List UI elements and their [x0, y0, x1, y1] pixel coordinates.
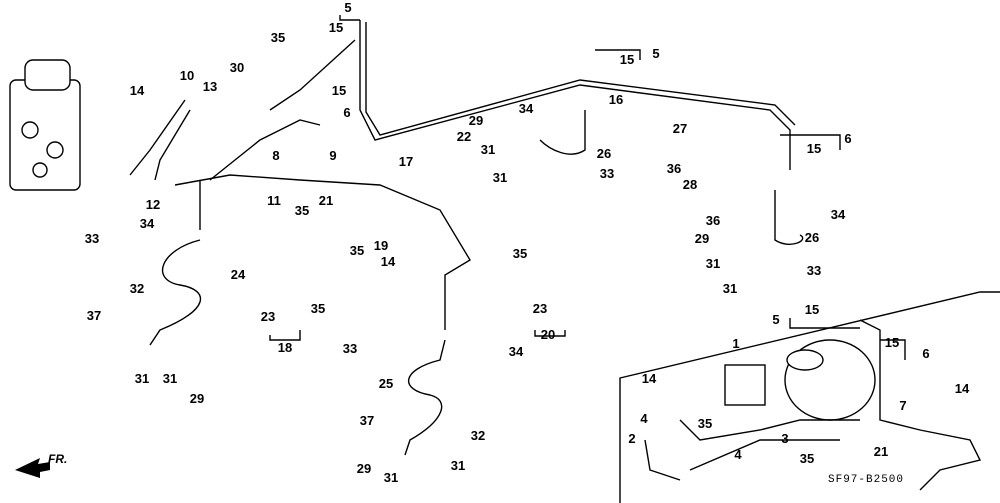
- callout-part-15: 15: [804, 302, 820, 317]
- front-direction-label: FR.: [48, 452, 68, 466]
- callout-part-31: 31: [134, 371, 150, 386]
- callout-part-14: 14: [641, 371, 657, 386]
- callout-part-29: 29: [694, 231, 710, 246]
- callout-part-1: 1: [732, 336, 740, 351]
- callout-part-12: 12: [145, 197, 161, 212]
- callout-part-27: 27: [672, 121, 688, 136]
- callout-part-37: 37: [359, 413, 375, 428]
- callout-part-14: 14: [129, 83, 145, 98]
- callout-part-28: 28: [682, 177, 698, 192]
- callout-part-15: 15: [884, 335, 900, 350]
- callout-part-35: 35: [799, 451, 815, 466]
- callout-part-5: 5: [344, 0, 352, 15]
- callout-part-18: 18: [277, 340, 293, 355]
- callout-part-36: 36: [666, 161, 682, 176]
- callout-part-29: 29: [356, 461, 372, 476]
- callout-part-33: 33: [806, 263, 822, 278]
- callout-part-35: 35: [349, 243, 365, 258]
- callout-part-34: 34: [518, 101, 534, 116]
- callout-part-33: 33: [599, 166, 615, 181]
- callout-part-22: 22: [456, 129, 472, 144]
- callout-part-36: 36: [705, 213, 721, 228]
- callout-part-6: 6: [844, 131, 852, 146]
- callout-part-4: 4: [640, 411, 648, 426]
- callout-part-8: 8: [272, 148, 280, 163]
- callout-part-15: 15: [331, 83, 347, 98]
- callout-part-15: 15: [619, 52, 635, 67]
- callout-part-35: 35: [697, 416, 713, 431]
- callout-part-31: 31: [383, 470, 399, 485]
- callout-part-5: 5: [772, 312, 780, 327]
- callout-part-33: 33: [84, 231, 100, 246]
- callout-part-35: 35: [294, 203, 310, 218]
- callout-part-2: 2: [628, 431, 636, 446]
- callout-part-32: 32: [470, 428, 486, 443]
- brake-pipe: [359, 20, 791, 170]
- callout-part-29: 29: [468, 113, 484, 128]
- callout-part-9: 9: [329, 148, 337, 163]
- callout-part-14: 14: [954, 381, 970, 396]
- callout-part-37: 37: [86, 308, 102, 323]
- callout-part-32: 32: [129, 281, 145, 296]
- callout-part-31: 31: [450, 458, 466, 473]
- callout-part-21: 21: [873, 444, 889, 459]
- callout-part-25: 25: [378, 376, 394, 391]
- callout-part-35: 35: [310, 301, 326, 316]
- callout-part-34: 34: [508, 344, 524, 359]
- callout-part-24: 24: [230, 267, 246, 282]
- callout-part-31: 31: [705, 256, 721, 271]
- diagram-code: SF97-B2500: [828, 474, 905, 486]
- inset-border: [619, 291, 1000, 503]
- callout-part-30: 30: [229, 60, 245, 75]
- modulator-unit: [9, 59, 81, 191]
- callout-part-5: 5: [652, 46, 660, 61]
- front-arrow-icon: [15, 458, 50, 478]
- callout-part-7: 7: [899, 398, 907, 413]
- callout-part-17: 17: [398, 154, 414, 169]
- callout-part-20: 20: [540, 327, 556, 342]
- callout-part-34: 34: [830, 207, 846, 222]
- callout-part-4: 4: [734, 447, 742, 462]
- callout-part-23: 23: [532, 301, 548, 316]
- callout-part-3: 3: [781, 431, 789, 446]
- callout-part-19: 19: [373, 238, 389, 253]
- callout-part-29: 29: [189, 391, 205, 406]
- callout-part-11: 11: [267, 193, 281, 208]
- callout-part-21: 21: [318, 193, 334, 208]
- callout-part-16: 16: [608, 92, 624, 107]
- callout-part-31: 31: [492, 170, 508, 185]
- callout-part-34: 34: [139, 216, 155, 231]
- callout-part-35: 35: [512, 246, 528, 261]
- callout-part-15: 15: [328, 20, 344, 35]
- callout-part-6: 6: [343, 105, 351, 120]
- callout-part-33: 33: [342, 341, 358, 356]
- callout-part-6: 6: [922, 346, 930, 361]
- callout-part-31: 31: [722, 281, 738, 296]
- callout-part-31: 31: [480, 142, 496, 157]
- callout-part-10: 10: [179, 68, 195, 83]
- callout-part-35: 35: [270, 30, 286, 45]
- callout-part-23: 23: [260, 309, 276, 324]
- callout-part-31: 31: [162, 371, 178, 386]
- callout-part-13: 13: [202, 79, 218, 94]
- callout-part-26: 26: [804, 230, 820, 245]
- callout-part-14: 14: [380, 254, 396, 269]
- callout-part-26: 26: [596, 146, 612, 161]
- callout-part-15: 15: [806, 141, 822, 156]
